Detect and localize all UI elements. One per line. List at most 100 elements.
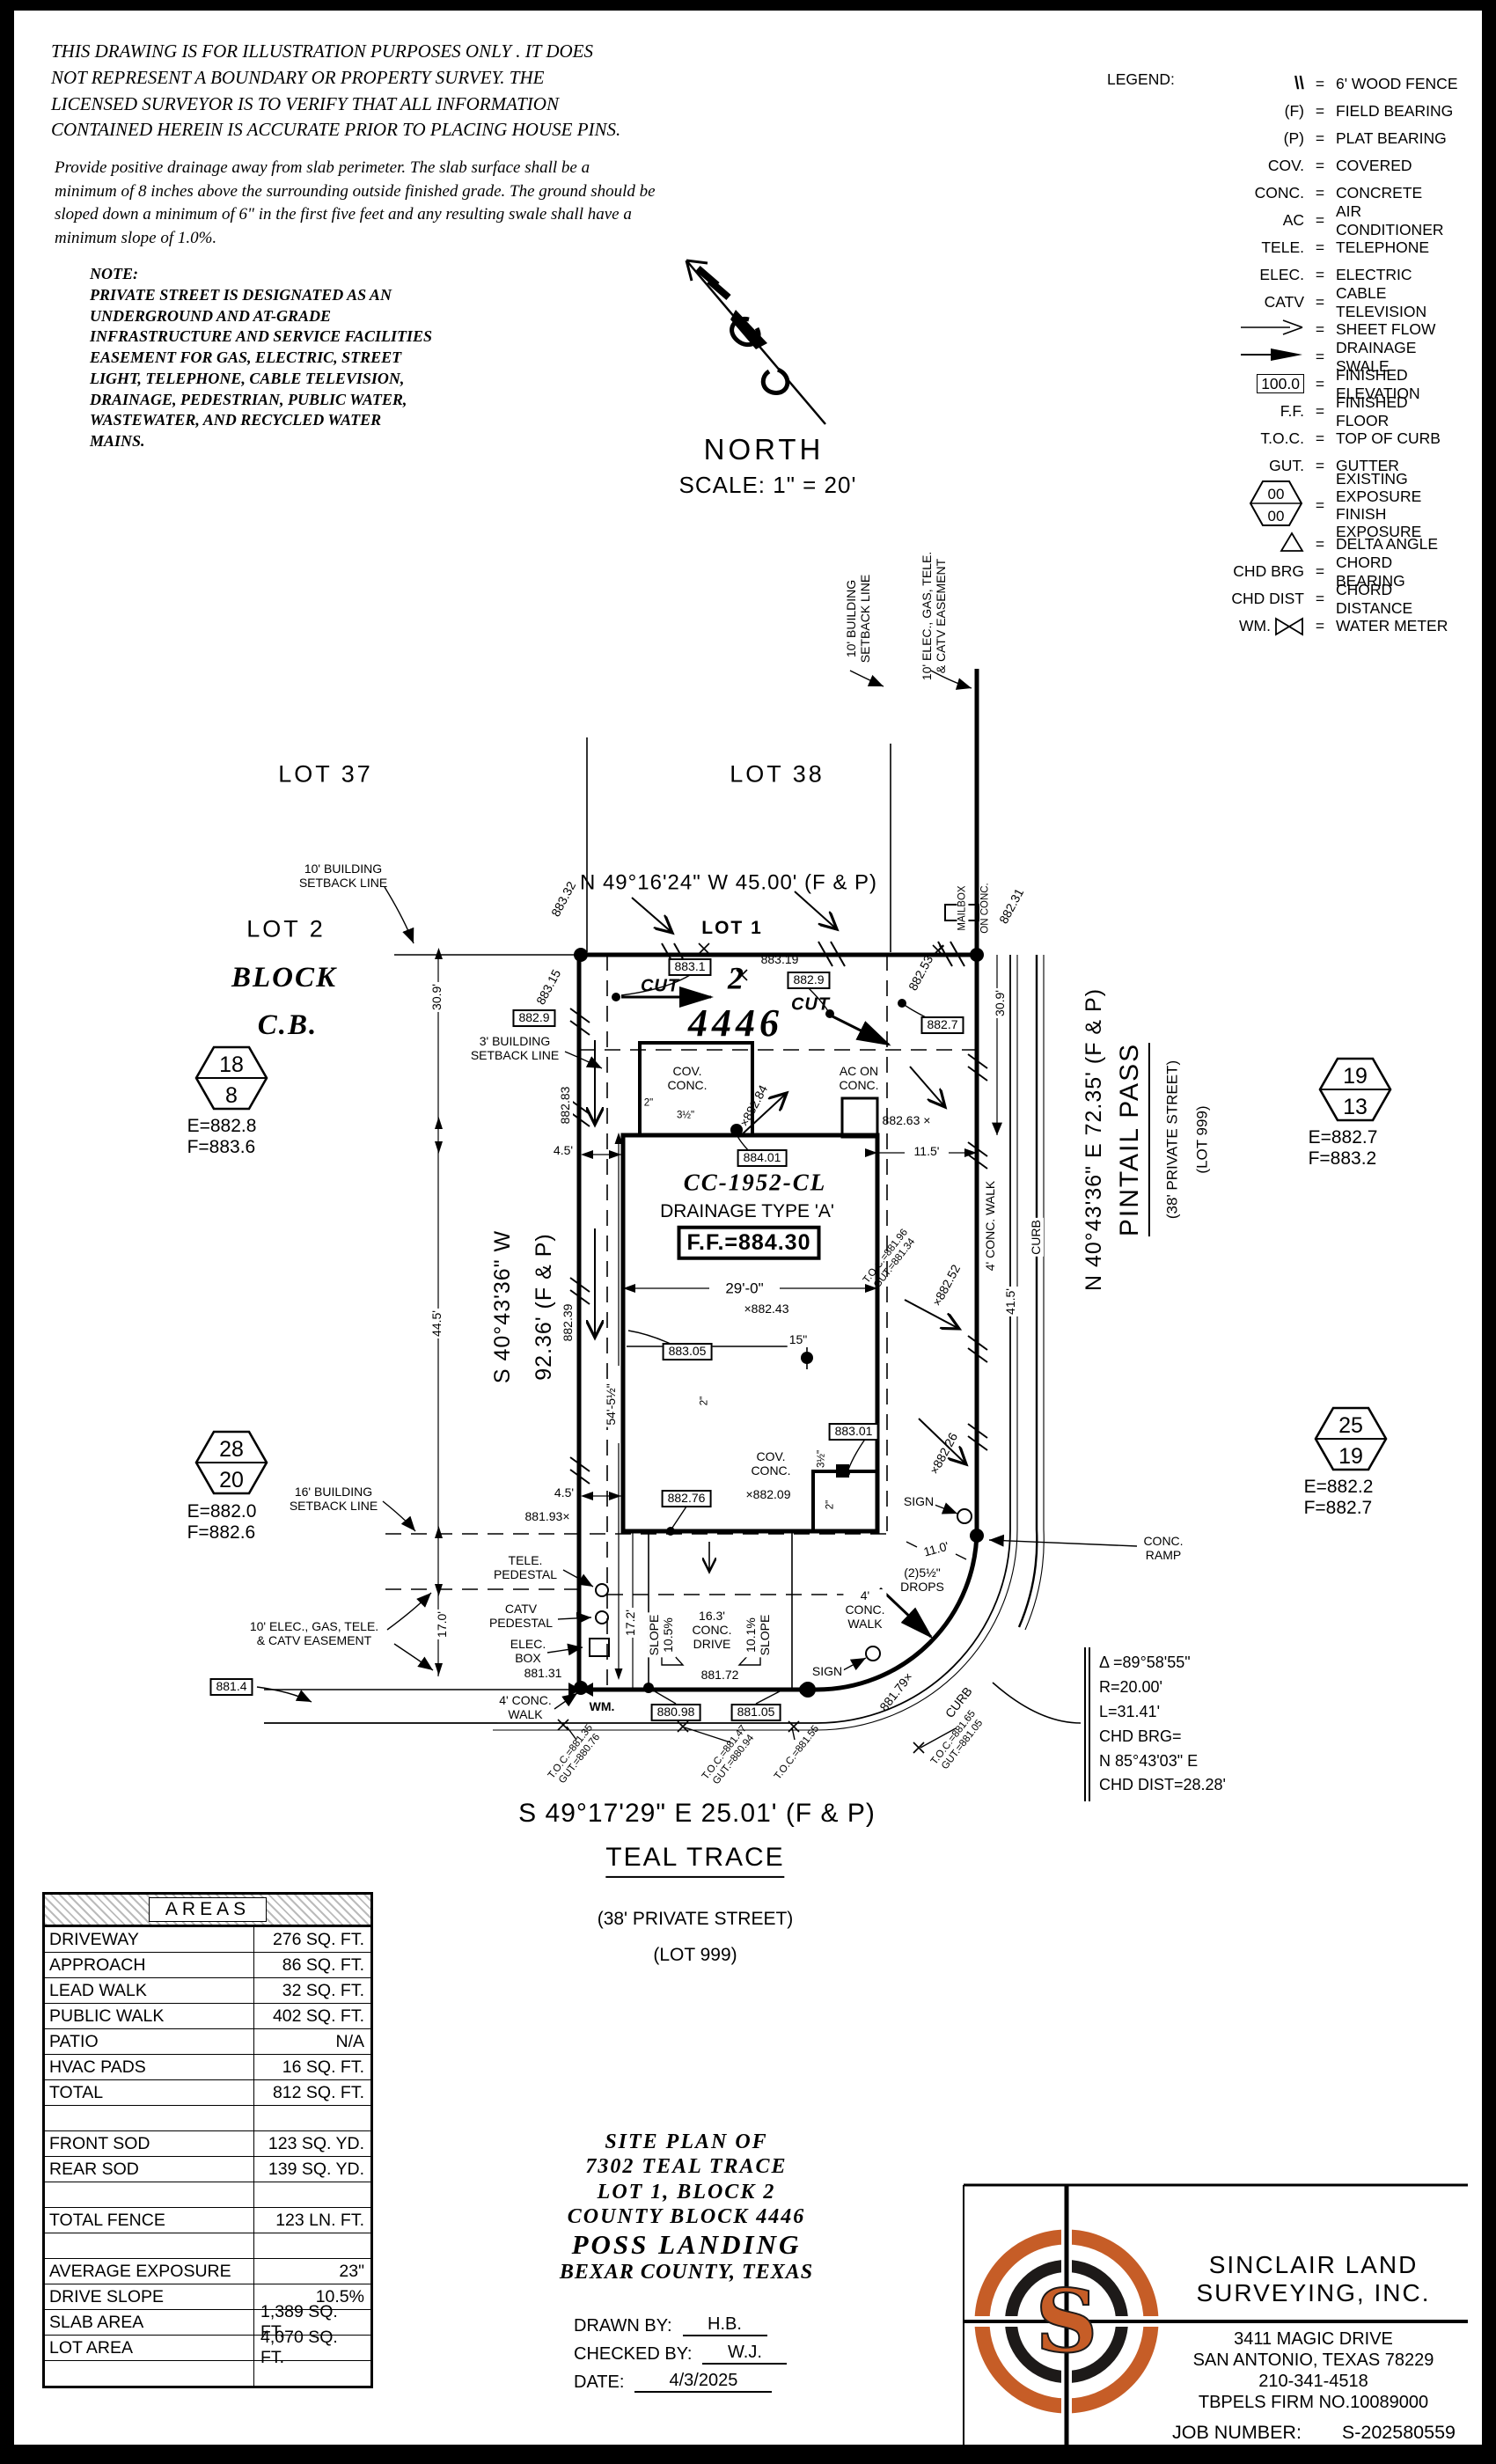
title-line: COUNTY BLOCK 4446	[567, 2204, 806, 2228]
equals-sign: =	[1315, 266, 1325, 283]
north-label: NORTH	[703, 433, 825, 466]
surveyor-name: SINCLAIR LAND SURVEYING, INC.	[1196, 2251, 1431, 2306]
plat-annotation: BLOCK	[231, 962, 338, 994]
areas-label: PATIO	[45, 2029, 254, 2054]
plat-annotation: E=882.7 F=883.2	[1308, 1127, 1378, 1169]
equals-sign: =	[1315, 75, 1325, 92]
legend-description: FINISHED FLOOR	[1336, 393, 1408, 429]
plat-annotation: 882.63 ×	[882, 1113, 931, 1128]
sheet-flow-arrow-icon	[1241, 319, 1303, 335]
job-number-value: S-202580559	[1341, 2422, 1456, 2443]
legend-symbol: (P)	[1283, 129, 1304, 147]
areas-value: 276 SQ. FT.	[272, 1929, 364, 1949]
curve-line: R=20.00'	[1099, 1677, 1162, 1696]
checked-by-value: W.J.	[702, 2343, 788, 2365]
equals-sign: =	[1315, 211, 1325, 229]
plat-annotation: 17.2'	[623, 1608, 638, 1638]
plat-annotation: 4' CONC. WALK	[497, 1693, 554, 1722]
equals-sign: =	[1315, 562, 1325, 580]
legend-item: COV.=COVERED	[1174, 152, 1463, 180]
plat-annotation: S 49°17'29" E 25.01' (F & P)	[518, 1798, 876, 1828]
legend-item: CONC.=CONCRETE	[1174, 180, 1463, 207]
equals-sign: =	[1315, 129, 1325, 147]
areas-value: 32 SQ. FT.	[282, 1980, 364, 2000]
plat-annotation: 4' CONC. WALK	[983, 1178, 998, 1273]
plat-annotation: T.O.C.=881.65 GUT.=881.05	[928, 1708, 986, 1772]
equals-sign: =	[1315, 184, 1325, 202]
plat-annotation: ×	[937, 941, 946, 956]
legend-item: =DELTA ANGLE	[1174, 531, 1463, 558]
legend-item: ELEC.=ELECTRIC	[1174, 261, 1463, 289]
plat-annotation: AC ON CONC.	[839, 1064, 879, 1092]
plat-annotation: 883.15	[533, 966, 564, 1008]
legend-description: AIR CONDITIONER	[1336, 202, 1444, 238]
curve-data-block: Δ =89°58'55"R=20.00'L=31.41'CHD BRG=N 85…	[1084, 1647, 1226, 1802]
areas-value	[254, 2182, 370, 2207]
plat-annotation: 881.4	[209, 1678, 253, 1696]
plat-annotation: 4' CONC. WALK	[843, 1588, 887, 1632]
areas-label: SLAB AREA	[45, 2310, 254, 2335]
legend-item: (F)=FIELD BEARING	[1174, 98, 1463, 125]
plat-annotation: 881.72	[699, 1668, 741, 1683]
areas-value: N/A	[335, 2031, 364, 2051]
areas-label: APPROACH	[45, 1953, 254, 1977]
plat-annotation: 11.0'	[921, 1538, 950, 1559]
plat-annotation: ×882.26	[927, 1430, 961, 1477]
title-line: 7302 TEAL TRACE	[585, 2155, 788, 2179]
areas-label	[45, 2233, 254, 2258]
plat-annotation: 10' BUILDING SETBACK LINE	[844, 574, 872, 664]
legend-description: COVERED	[1336, 157, 1412, 175]
plat-annotation: (38' PRIVATE STREET)	[597, 1909, 794, 1930]
legend-symbol: AC	[1282, 211, 1304, 229]
surveyor-address: 3411 MAGIC DRIVE SAN ANTONIO, TEXAS 7822…	[1192, 2329, 1434, 2412]
areas-label: LOT AREA	[45, 2336, 254, 2360]
plat-annotation: 880.98	[650, 1704, 701, 1721]
plat-annotation: E=882.2 F=882.7	[1303, 1477, 1374, 1518]
areas-label: AVERAGE EXPOSURE	[45, 2259, 254, 2284]
plat-annotation: 30.9'	[993, 988, 1008, 1018]
plat-annotation: 884.01	[737, 1149, 788, 1167]
plat-annotation: C.B.	[257, 1009, 319, 1042]
plat-annotation: ×882.52	[929, 1262, 964, 1309]
plat-annotation: WM.	[587, 1699, 617, 1714]
areas-row	[45, 2360, 370, 2386]
legend-item: 100.0=FINISHED ELEVATION	[1174, 366, 1463, 402]
areas-label	[45, 2106, 254, 2130]
legend-item: =SHEET FLOW	[1174, 316, 1463, 343]
plat-annotation: 54'-5½"	[604, 1382, 619, 1427]
plat-annotation: 16.3' CONC. DRIVE	[690, 1609, 734, 1652]
plat-annotation: S 40°43'36" W	[489, 1229, 515, 1384]
legend-description: 6' WOOD FENCE	[1336, 75, 1458, 93]
plat-annotation: E=882.0 F=882.6	[187, 1501, 257, 1543]
plat-annotation: (LOT 999)	[653, 1945, 737, 1966]
legend-symbol: ELEC.	[1259, 266, 1304, 283]
areas-value: 10.5%	[315, 2286, 364, 2306]
svg-text:20: 20	[219, 1468, 244, 1492]
equals-sign: =	[1315, 238, 1325, 256]
plat-annotation: E=882.8 F=883.6	[187, 1116, 257, 1157]
svg-text:19: 19	[1343, 1064, 1368, 1089]
legend-symbol: (F)	[1284, 102, 1304, 120]
legend-description: DRAINAGE SWALE	[1336, 339, 1417, 375]
date-label: DATE:	[574, 2372, 625, 2392]
areas-label: DRIVEWAY	[45, 1927, 254, 1952]
equals-sign: =	[1315, 590, 1325, 607]
plat-annotation: 882.9	[512, 1009, 556, 1027]
plat-annotation: CONC. RAMP	[1143, 1534, 1184, 1562]
wood-fence-icon: \\	[1294, 74, 1304, 93]
plat-annotation: 10.1% SLOPE	[744, 1612, 773, 1658]
plat-annotation: ×882.84	[737, 1082, 771, 1129]
plat-annotation: 883.1	[668, 958, 712, 976]
legend-description: GUTTER	[1336, 457, 1399, 475]
drainage-note-text: Provide positive drainage away from slab…	[55, 158, 656, 247]
plat-annotation: 882.31	[996, 885, 1027, 927]
